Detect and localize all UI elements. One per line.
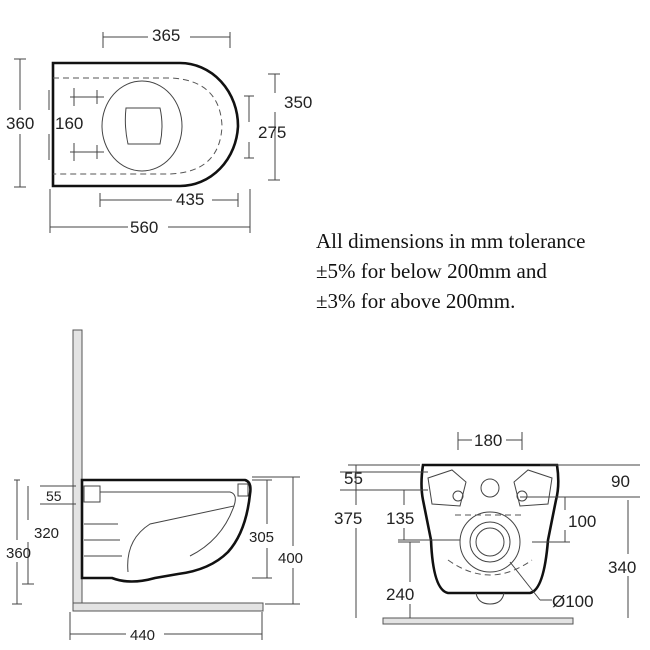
side-view-pan [80,478,252,583]
side-view: 55 320 360 305 400 440 [6,329,303,644]
dim-side-55: 55 [46,488,62,504]
dim-rear-180: 180 [474,431,502,450]
rear-fixings [427,469,553,507]
floor [72,602,264,612]
dim-side-400: 400 [278,550,303,567]
rear-view: 180 55 90 375 135 100 [334,431,640,625]
dim-rear-outlet: Ø100 [552,592,594,611]
dim-side-320: 320 [34,525,59,542]
dim-rear-135: 135 [386,509,414,528]
dim-rear-375: 375 [334,509,362,528]
dim-435: 435 [176,190,204,209]
rear-outlet [447,511,533,576]
dim-rear-55: 55 [344,469,363,488]
top-view-inner-rim [53,77,223,175]
note-line-2: ±5% for below 200mm and [316,259,547,283]
top-view-bowl [101,80,183,172]
dim-350: 350 [284,93,312,112]
dim-side-440: 440 [130,627,155,644]
dim-rear-240: 240 [386,585,414,604]
dim-rear-100: 100 [568,512,596,531]
dim-side-360: 360 [6,545,31,562]
dim-360: 360 [6,114,34,133]
tolerance-note: All dimensions in mm tolerance ±5% for b… [316,226,646,316]
dim-rear-340: 340 [608,558,636,577]
dim-365: 365 [152,26,180,45]
dim-rear-90: 90 [611,472,630,491]
side-view-bowl [100,491,236,573]
wall [72,329,83,606]
dim-560: 560 [130,218,158,237]
dim-side-305: 305 [249,529,274,546]
dim-160: 160 [55,114,83,133]
rear-floor [382,617,574,625]
dim-275: 275 [258,123,286,142]
rear-view-outline [420,463,560,595]
top-view: 365 350 275 360 160 435 [6,26,312,237]
note-line-3: ±3% for above 200mm. [316,289,516,313]
top-view-outline [51,61,240,188]
note-line-1: All dimensions in mm tolerance [316,229,586,253]
fixing-points [70,88,104,161]
top-view-outlet [124,107,163,145]
